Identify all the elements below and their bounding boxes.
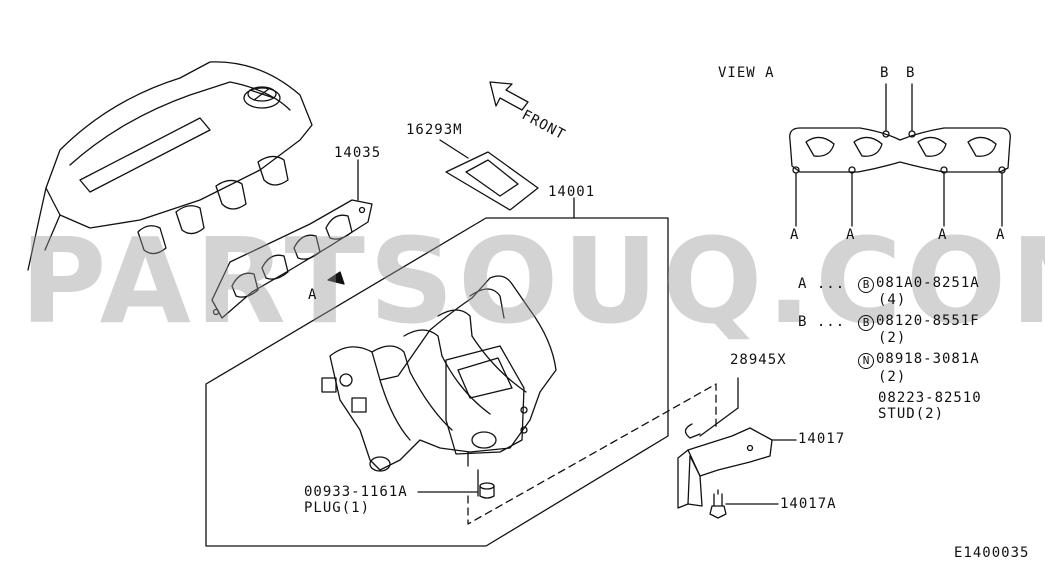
view-marker-b: B xyxy=(880,65,890,81)
view-marker-a: A xyxy=(790,227,800,243)
dashed-guide xyxy=(467,383,717,525)
view-marker-a: A xyxy=(996,227,1006,243)
circled-b-icon: B xyxy=(858,277,874,293)
view-a-gasket-drawing xyxy=(789,83,1011,227)
assembly-14001-frame xyxy=(205,197,669,547)
part-label-14017a[interactable]: 14017A xyxy=(780,496,837,512)
legend-a-key: A ... xyxy=(798,276,846,292)
view-marker-b: B xyxy=(906,65,916,81)
legend-a-part: 081A0-8251A xyxy=(876,275,980,291)
manifold-14001-drawing xyxy=(321,275,557,497)
circled-n-icon: N xyxy=(858,353,874,369)
bracket-14017-drawing xyxy=(677,377,797,509)
legend-b-qty: (2) xyxy=(878,330,907,346)
legend-b-part: 08120-8551F xyxy=(876,313,980,329)
view-a-title: VIEW A xyxy=(718,65,775,81)
gasket-14035-drawing xyxy=(211,159,373,319)
plug-drawing xyxy=(417,482,495,499)
legend-b-key: B ... xyxy=(798,314,846,330)
watermark: PARTSOUQ.COM xyxy=(20,212,1045,350)
legend-n-qty: (2) xyxy=(878,369,907,385)
legend-n-part: 08918-3081A xyxy=(876,351,980,367)
diagram-code: E1400035 xyxy=(954,545,1030,561)
gasket-16293m-drawing xyxy=(439,139,539,211)
part-label-14001[interactable]: 14001 xyxy=(548,184,596,200)
part-label-14017[interactable]: 14017 xyxy=(798,431,846,447)
view-marker-a: A xyxy=(938,227,948,243)
legend-a-qty: (4) xyxy=(878,292,907,308)
part-label-plug-name: PLUG(1) xyxy=(304,500,371,516)
part-label-28945x[interactable]: 28945X xyxy=(730,352,787,368)
view-a-marker: A xyxy=(308,287,318,303)
legend-stud-part[interactable]: 08223-82510 xyxy=(878,390,982,406)
view-marker-a: A xyxy=(846,227,856,243)
bolt-14017a-drawing xyxy=(709,489,779,519)
circled-b-icon: B xyxy=(858,315,874,331)
part-label-16293m[interactable]: 16293M xyxy=(406,122,463,138)
engine-head-drawing xyxy=(27,61,313,271)
part-label-plug-number[interactable]: 00933-1161A xyxy=(304,484,408,500)
legend-stud-name: STUD(2) xyxy=(878,406,945,422)
front-arrow-icon xyxy=(489,81,529,111)
view-a-arrow xyxy=(327,271,345,285)
part-label-14035[interactable]: 14035 xyxy=(334,145,382,161)
